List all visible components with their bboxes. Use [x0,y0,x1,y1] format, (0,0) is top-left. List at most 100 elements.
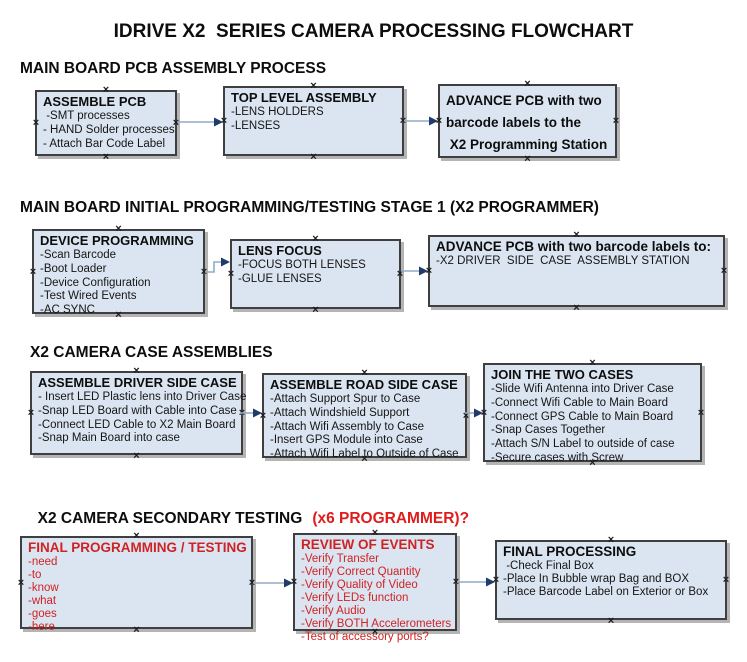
connection-anchor-icon: × [27,407,35,419]
connection-anchor-icon: × [17,576,25,589]
section-heading-red-part: (x6 PROGRAMMER)? [312,510,470,527]
connection-anchor-icon: × [371,527,379,539]
section-heading-secondary-testing: X2 CAMERA SECONDARY TESTING (x6 PROGRAMME… [29,492,469,528]
connection-anchor-icon: × [290,576,298,588]
connection-anchor-icon: × [133,624,140,636]
connection-anchor-icon: × [607,615,615,627]
connection-anchor-icon: × [435,115,443,127]
connection-anchor-icon: × [722,574,730,586]
connection-anchor-icon: × [312,304,319,316]
box-item: ADVANCE PCB with two [446,93,602,108]
connection-anchor-icon: × [371,626,379,638]
connection-anchor-icon: × [102,151,110,163]
box-item: -X2 DRIVER SIDE CASE ASSEMBLY STATION [436,255,690,267]
connection-anchor-icon: × [524,78,531,90]
box-item: -Place In Bubble wrap Bag and BOX [503,573,690,585]
box-item: -Check Final Box [503,560,594,572]
box-title: ASSEMBLE PCB [43,94,147,109]
connection-anchor-icon: × [248,576,256,589]
box-item: -Attach Support Spur to Case [270,393,421,405]
connection-anchor-icon: × [452,576,460,588]
box-advance-pcb-programming-station: ADVANCE PCB with two barcode labels to t… [435,79,619,165]
box-final-processing: FINAL PROCESSING -Check Final Box -Place… [492,535,730,627]
box-item: -Device Configuration [40,276,151,289]
connection-anchor-icon: × [200,265,208,278]
box-item: -Boot Loader [40,262,107,275]
connection-anchor-icon: × [312,233,319,245]
box-item: -need [28,556,58,568]
box-assemble-driver-side-case: ASSEMBLE DRIVER SIDE CASE - Insert LED P… [27,366,247,462]
connection-anchor-icon: × [492,574,500,586]
box-item-overflow: -Test of accessory ports? [301,631,429,643]
box-item: -Snap Cases Together [491,424,606,437]
connection-anchor-icon: × [573,302,580,314]
connection-anchor-icon: × [238,407,246,419]
connection-anchor-icon: × [589,357,596,369]
box-title: FINAL PROCESSING [503,544,637,559]
box-item: -here [28,621,55,633]
box-item: -to [28,569,42,581]
box-advance-pcb-driver-side: ADVANCE PCB with two barcode labels to: … [426,230,727,314]
box-item: -Snap Main Board into case [38,432,180,445]
connection-anchor-icon: × [29,265,37,278]
section-heading-initial-programming: MAIN BOARD INITIAL PROGRAMMING/TESTING S… [20,199,599,216]
box-title: DEVICE PROGRAMMING [40,233,194,248]
box-item: - Insert LED Plastic lens into Driver Ca… [38,391,247,403]
box-item: -GLUE LENSES [238,272,322,285]
box-item: -Attach S/N Label to outside of case [491,438,675,451]
connection-anchor-icon: × [589,457,596,469]
box-item: -Connect Wifi Cable to Main Board [491,396,669,409]
connection-anchor-icon: × [607,534,615,546]
box-lens-focus: LENS FOCUS -FOCUS BOTH LENSES -GLUE LENS… [227,234,403,316]
box-title: FINAL PROGRAMMING / TESTING [28,540,247,555]
box-item: -Attach Wifi Assembly to Case [270,420,425,433]
section-heading-black-part: X2 CAMERA SECONDARY TESTING [37,510,303,527]
box-item: -Verify Audio [301,605,366,617]
connection-anchor-icon: × [259,409,267,422]
page-title: IDRIVE X2 SERIES CAMERA PROCESSING FLOWC… [113,21,634,42]
box-item: - Attach Bar Code Label [43,137,166,150]
box-item: -know [28,582,59,594]
connection-anchor-icon: × [310,151,317,163]
box-title: REVIEW OF EVENTS [301,537,435,552]
connection-anchor-icon: × [697,406,705,419]
connection-anchor-icon: × [227,268,235,280]
box-assemble-road-side-case: ASSEMBLE ROAD SIDE CASE -Attach Support … [259,368,470,465]
connection-anchor-icon: × [399,115,407,127]
box-item: -Secure cases with Screw [491,451,624,464]
box-item: -Verify Quality of Video [301,579,418,591]
connection-anchor-icon: × [133,530,140,542]
connection-anchor-icon: × [133,450,140,462]
box-title: ASSEMBLE DRIVER SIDE CASE [38,375,237,390]
box-item: -SMT processes [43,110,130,122]
connection-anchor-icon: × [115,223,122,235]
box-item: -LENSES [231,119,281,132]
section-heading-pcb-assembly: MAIN BOARD PCB ASSEMBLY PROCESS [20,60,327,77]
box-title: LENS FOCUS [238,243,322,258]
box-item: -Attach Windshield Support [270,406,410,419]
box-final-programming-testing: FINAL PROGRAMMING / TESTING -need -to -k… [17,531,256,636]
box-title: JOIN THE TWO CASES [491,367,634,382]
box-assemble-pcb: ASSEMBLE PCB -SMT processes - HAND Solde… [32,85,179,163]
box-item: -Verify LEDs function [301,592,409,604]
box-item: -AC SYNC [40,304,95,317]
box-top-level-assembly: TOP LEVEL ASSEMBLY -LENS HOLDERS -LENSES… [220,81,407,163]
box-item: -Connect LED Cable to X2 Main Board [38,418,236,431]
box-join-the-two-cases: JOIN THE TWO CASES -Slide Wifi Antenna i… [481,358,705,469]
connection-anchor-icon: × [220,115,228,127]
box-item: -goes [28,608,57,620]
connection-anchor-icon: × [133,365,140,377]
box-item: barcode labels to the [446,115,582,130]
connection-anchor-icon: × [361,367,368,379]
box-item: - HAND Solder processes [43,123,175,136]
connection-anchor-icon: × [462,409,470,422]
connection-anchor-icon: × [102,84,110,96]
box-item: X2 Programming Station [446,137,608,152]
box-item: -Verify Transfer [301,553,379,565]
box-item: -Verify BOTH Accelerometers [301,618,452,630]
box-review-of-events: REVIEW OF EVENTS -Verify Transfer -Verif… [290,528,460,644]
box-item: -Attach Wifi Label to Outside of Case [270,448,459,461]
box-item: -Slide Wifi Antenna into Driver Case [491,383,674,395]
connection-anchor-icon: × [32,117,40,129]
arrowhead-icon [221,257,230,267]
